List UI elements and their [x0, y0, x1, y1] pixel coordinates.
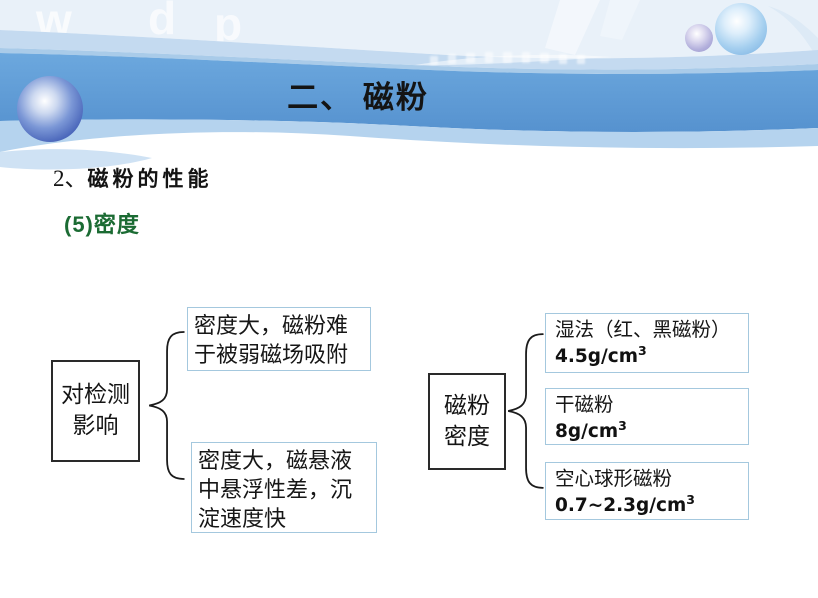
watermark-letter-d: d	[148, 0, 176, 44]
density-heading: (5)密度	[64, 212, 140, 237]
wave-band-under	[0, 119, 818, 152]
density-box-hollow-sphere: 空心球形磁粉 0.7~2.3g/cm3	[545, 462, 749, 520]
density-box-title: 空心球形磁粉	[555, 469, 673, 490]
info-line: 密度大，磁粉难	[194, 313, 349, 338]
brace-right	[504, 331, 546, 491]
watermark-blur-glyphs	[430, 52, 585, 65]
density-box-value: 8g/cm3	[555, 418, 742, 445]
wave-wisp-bottom-left	[0, 149, 152, 170]
subtitle-number: 2、	[53, 166, 88, 191]
density-value-exponent: 3	[618, 418, 627, 433]
sphere-decoration-lavender	[685, 24, 713, 52]
density-box-title: 湿法（红、黑磁粉）	[555, 320, 731, 341]
density-box-value: 4.5g/cm3	[555, 343, 742, 370]
label-line: 对检测	[61, 382, 130, 407]
density-box-dry-powder: 干磁粉 8g/cm3	[545, 388, 749, 445]
info-line: 中悬浮性差，沉	[198, 477, 353, 502]
sphere-decoration-left	[17, 76, 83, 142]
header-wave-banner: w d p	[0, 0, 818, 175]
density-value-base: 8g/cm	[555, 421, 619, 442]
subtitle-text: 磁粉的性能	[87, 167, 213, 191]
info-line: 淀速度快	[198, 506, 287, 531]
density-value-exponent: 3	[638, 343, 647, 358]
label-line: 密度	[444, 424, 490, 449]
info-box-weak-field-adsorption: 密度大，磁粉难 于被弱磁场吸附	[187, 307, 371, 371]
label-box-powder-density: 磁粉 密度	[428, 373, 506, 470]
wave-tint-top	[0, 0, 818, 59]
label-line: 磁粉	[444, 393, 490, 418]
density-value-exponent: 3	[686, 492, 695, 507]
watermark-streak	[545, 0, 600, 55]
info-line: 密度大，磁悬液	[198, 448, 353, 473]
sphere-decoration-right	[715, 3, 767, 55]
slide-title: 二、 磁粉	[287, 80, 429, 115]
brace-left	[145, 329, 187, 482]
info-box-suspension-settling: 密度大，磁悬液 中悬浮性差，沉 淀速度快	[191, 442, 377, 533]
density-value-base: 4.5g/cm	[555, 346, 639, 367]
density-box-value: 0.7~2.3g/cm3	[555, 492, 742, 519]
wave-band-light-2	[0, 48, 818, 74]
corner-wisp-right	[768, 6, 818, 60]
watermark-streak-2	[600, 0, 640, 40]
section-subtitle: 2、磁粉的性能	[53, 159, 213, 193]
info-line: 于被弱磁场吸附	[194, 342, 349, 367]
label-line: 影响	[72, 413, 119, 438]
wave-band-main	[0, 53, 818, 132]
density-box-title: 干磁粉	[555, 395, 614, 416]
wave-band-light-1	[0, 30, 818, 70]
label-box-detection-impact: 对检测 影响	[51, 360, 140, 462]
density-box-wet-method: 湿法（红、黑磁粉） 4.5g/cm3	[545, 313, 749, 373]
density-value-base: 0.7~2.3g/cm	[555, 495, 687, 516]
